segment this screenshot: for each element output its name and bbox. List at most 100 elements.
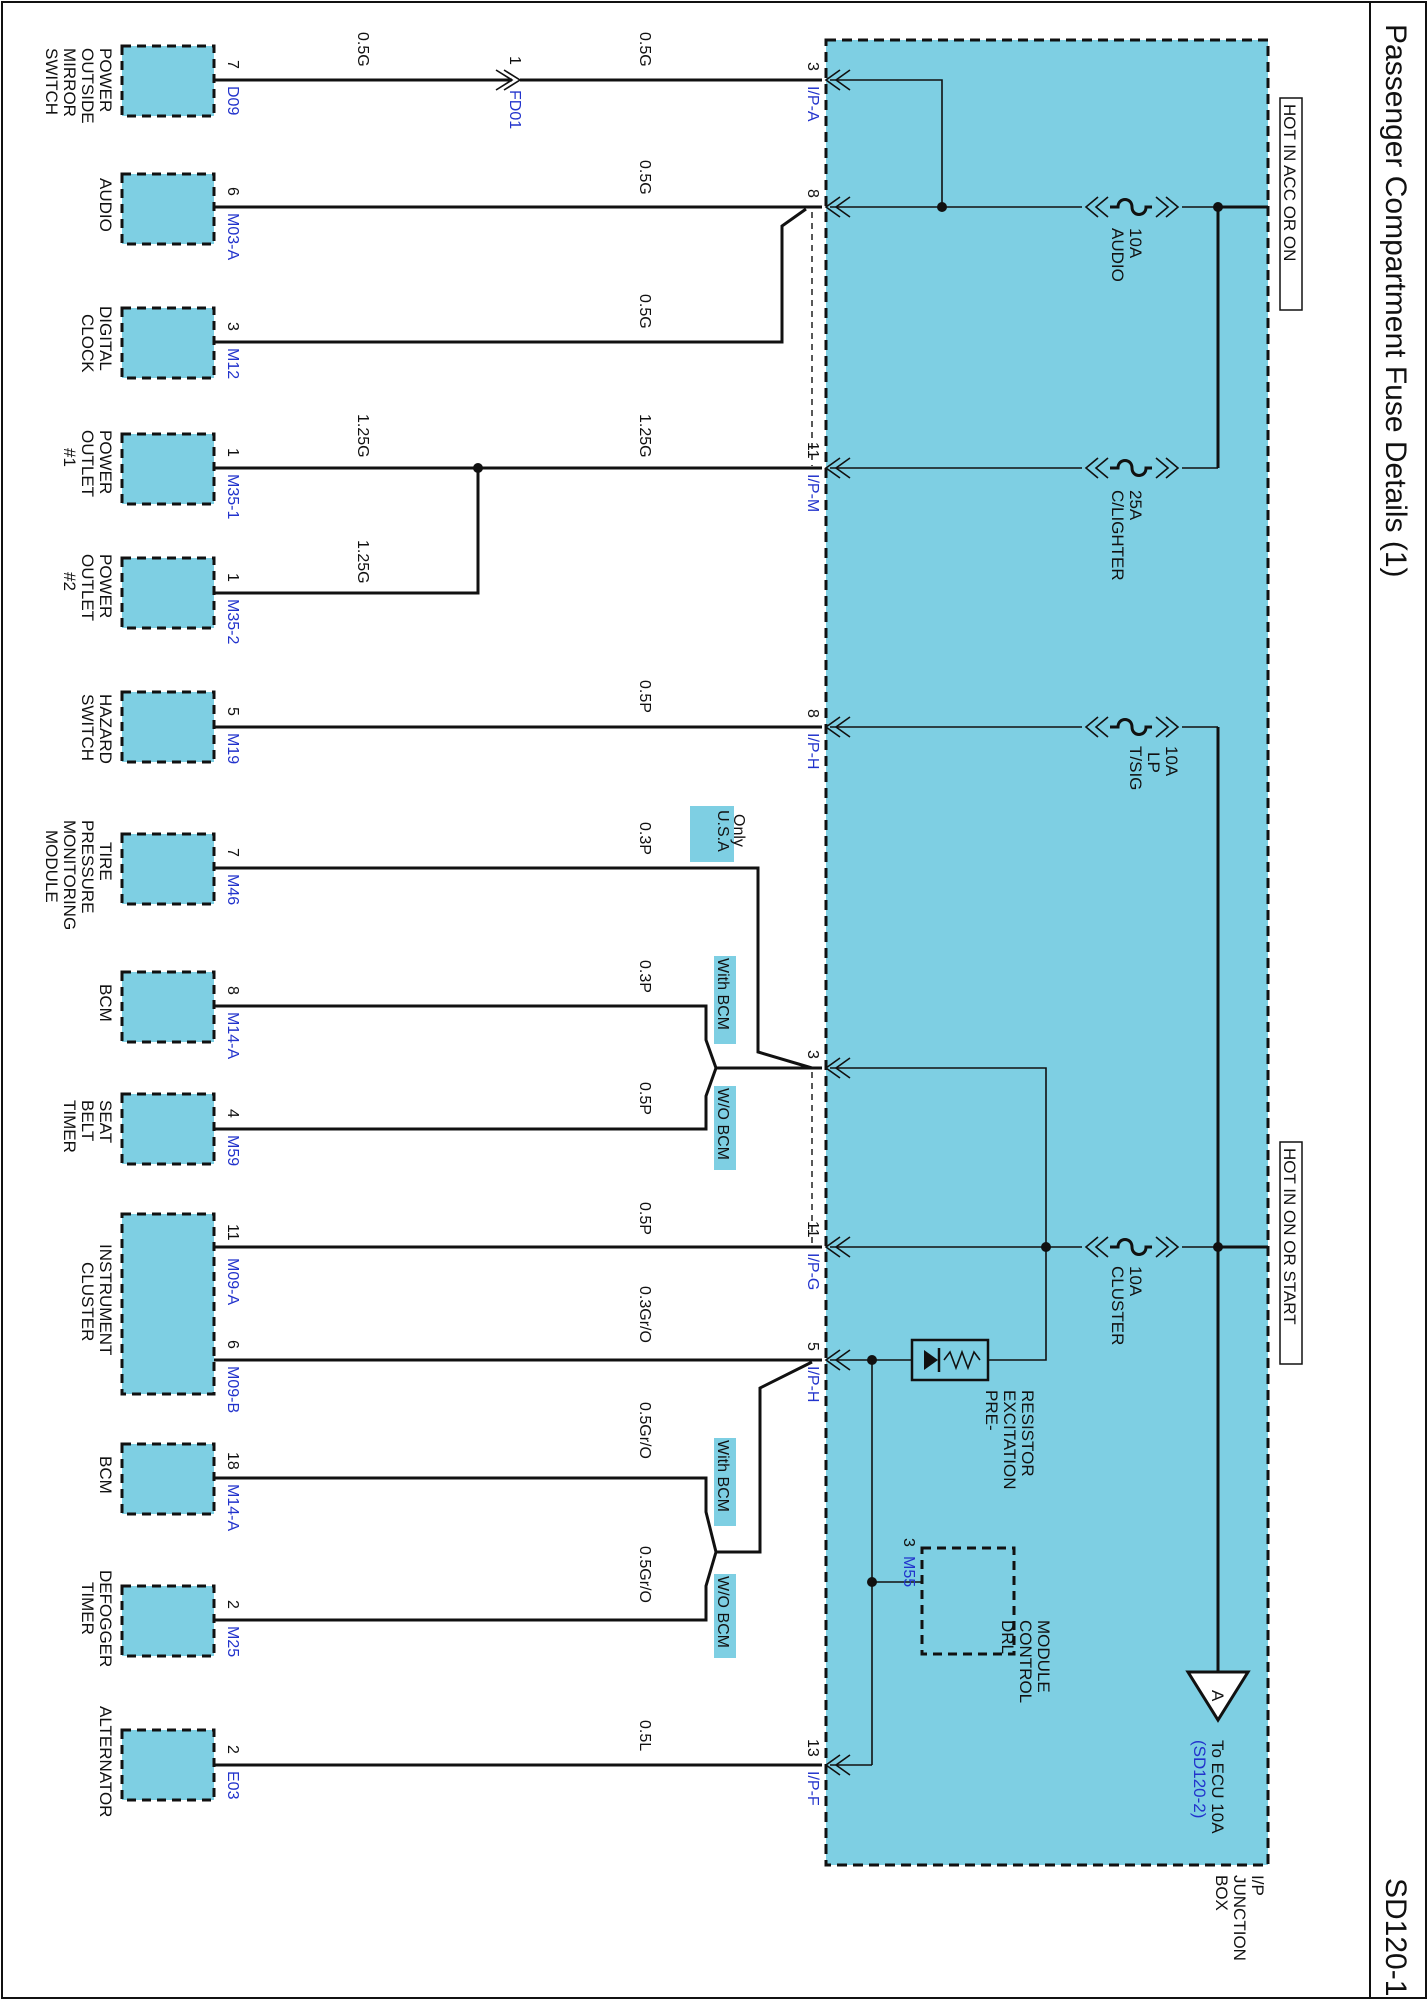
component-tpms xyxy=(120,832,216,906)
svg-text:0.5P: 0.5P xyxy=(636,680,653,713)
fuse-tsig-text: T/SIGLP10A xyxy=(1126,746,1181,790)
fuse-audio-text: AUDIO10A xyxy=(1108,228,1145,282)
fd01-conn: FD01 xyxy=(506,90,523,129)
label-cluster: INSTRUMENTCLUSTER xyxy=(78,1244,115,1355)
with-bcm-text-2: With BCM xyxy=(714,1440,731,1512)
svg-text:I/P-H: I/P-H xyxy=(804,733,821,769)
svg-text:1: 1 xyxy=(224,573,241,582)
svg-text:18: 18 xyxy=(224,1452,241,1470)
svg-text:13: 13 xyxy=(804,1739,821,1757)
component-instrument-cluster xyxy=(120,1212,216,1396)
wire-colors: 0.5G 0.5G 0.5G 0.5G 1.25G 1.25G 1.25G 0.… xyxy=(354,32,653,1751)
svg-text:I/P-H: I/P-H xyxy=(804,1366,821,1402)
usa-only-tag xyxy=(690,806,734,862)
svg-text:0.5Gr/O: 0.5Gr/O xyxy=(636,1546,653,1603)
svg-text:6: 6 xyxy=(224,1340,241,1349)
svg-text:M19: M19 xyxy=(224,733,241,764)
svg-text:M35-1: M35-1 xyxy=(224,474,241,519)
fd01-pin: 1 xyxy=(506,56,523,65)
drl-conn-text: M55 xyxy=(900,1556,917,1587)
svg-text:M25: M25 xyxy=(224,1626,241,1657)
svg-text:8: 8 xyxy=(804,709,821,718)
svg-text:M14-A: M14-A xyxy=(224,1012,241,1059)
label-bcm1: BCM xyxy=(96,984,115,1022)
svg-text:2: 2 xyxy=(224,1600,241,1609)
svg-text:0.3P: 0.3P xyxy=(636,822,653,855)
ipa-node xyxy=(937,202,947,212)
svg-text:E03: E03 xyxy=(224,1771,241,1800)
svg-text:1: 1 xyxy=(224,448,241,457)
wire-outlet2-main xyxy=(170,468,480,595)
svg-text:8: 8 xyxy=(224,986,241,995)
svg-text:5: 5 xyxy=(224,707,241,716)
title-text: Passenger Compartment Fuse Details (1) xyxy=(1379,24,1412,578)
pin3-internal xyxy=(830,1067,1047,1247)
component-bcm-2 xyxy=(120,1442,216,1516)
offpage-a-letter: A xyxy=(1208,1690,1227,1702)
svg-text:8: 8 xyxy=(804,189,821,198)
wire-seatbelt-main xyxy=(170,1067,718,1131)
svg-text:M12: M12 xyxy=(224,348,241,379)
svg-text:I/P-F: I/P-F xyxy=(804,1771,821,1806)
svg-text:1.25G: 1.25G xyxy=(636,414,653,458)
fuse-audio-symbol xyxy=(1082,195,1182,219)
fuse-lighter-text: C/LIGHTER25A xyxy=(1108,490,1145,581)
ip-junction-box-main xyxy=(824,38,1270,1867)
wo-bcm-text-1: W/O BCM xyxy=(714,1088,731,1160)
label-seatbelt: SEATBELTTIMER xyxy=(60,1100,115,1153)
offpage-a-text: To ECU 10A xyxy=(1208,1740,1227,1834)
svg-text:1.25G: 1.25G xyxy=(354,540,371,584)
offpage-a-ref: (SD120-2) xyxy=(1190,1740,1209,1818)
component-outlet2 xyxy=(120,556,216,630)
ipa-internal xyxy=(830,79,943,207)
external-wires xyxy=(170,69,822,1767)
svg-text:3: 3 xyxy=(804,62,821,71)
fuse-tsig-symbol xyxy=(1082,715,1182,739)
svg-text:I/P-M: I/P-M xyxy=(804,474,821,512)
preexc-resistor-zigzag xyxy=(943,1349,981,1371)
label-bcm2: BCM xyxy=(96,1456,115,1494)
wo-bcm-tag-2 xyxy=(714,1574,736,1658)
svg-text:11: 11 xyxy=(224,1224,241,1241)
with-bcm-text-1: With BCM xyxy=(714,958,731,1030)
svg-text:11: 11 xyxy=(804,442,821,459)
svg-text:11: 11 xyxy=(804,1221,821,1238)
svg-text:M35-2: M35-2 xyxy=(224,599,241,644)
label-defogger: DEFOGGERTIMER xyxy=(78,1570,115,1667)
label-mirror: POWEROUTSIDEMIRRORSWITCH xyxy=(42,48,115,124)
preexc-diode-tri xyxy=(924,1350,938,1370)
svg-text:7: 7 xyxy=(224,60,241,69)
component-audio xyxy=(120,172,216,246)
svg-text:0.3P: 0.3P xyxy=(636,960,653,993)
with-bcm-tag-2 xyxy=(714,1438,736,1526)
label-outlet1: POWEROUTLET#1 xyxy=(60,430,115,497)
wire-defogger-main xyxy=(170,1551,718,1622)
acc-label-box xyxy=(1279,97,1303,311)
svg-text:3: 3 xyxy=(804,1050,821,1059)
label-alternator: ALTERNATOR xyxy=(96,1706,115,1817)
svg-text:0.5G: 0.5G xyxy=(354,32,371,67)
drl-pin-text: 3 xyxy=(900,1538,917,1547)
svg-text:1.25G: 1.25G xyxy=(354,414,371,458)
svg-text:5: 5 xyxy=(804,1342,821,1351)
component-outlet1 xyxy=(120,432,216,506)
acc-label: HOT IN ACC OR ON xyxy=(1280,104,1299,261)
svg-text:0.5G: 0.5G xyxy=(636,294,653,329)
preexc-text: PRE-EXCITATIONRESISTOR xyxy=(982,1390,1037,1490)
svg-text:M46: M46 xyxy=(224,874,241,905)
component-hazard-switch xyxy=(120,690,216,764)
svg-text:0.5G: 0.5G xyxy=(636,160,653,195)
jb-pins: 3 I/P-A 8 11 I/P-M 8 I/P-H 3 11 I/P-G 5 … xyxy=(804,62,821,1806)
wo-bcm-tag-1 xyxy=(714,1086,736,1170)
preexc-feed xyxy=(988,1247,1047,1361)
svg-text:0.5G: 0.5G xyxy=(636,32,653,67)
svg-text:0.5L: 0.5L xyxy=(636,1720,653,1751)
wire-clock-main xyxy=(170,207,807,344)
svg-text:6: 6 xyxy=(224,187,241,196)
usa-only-text: U.S.AOnly xyxy=(714,810,747,852)
label-tpms: TIREPRESSUREMONITORINGMODULE xyxy=(42,820,115,930)
label-hazard: HAZARDSWITCH xyxy=(78,694,115,764)
svg-text:M09-B: M09-B xyxy=(224,1366,241,1413)
